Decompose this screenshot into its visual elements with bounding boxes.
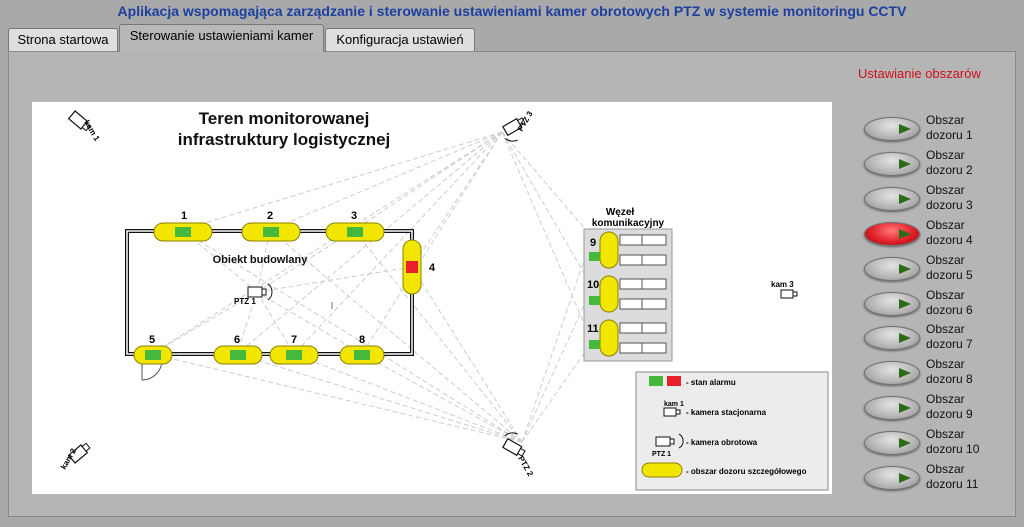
zone-led-icon	[899, 229, 911, 239]
zone-9[interactable]: 9	[589, 231, 667, 269]
zone-9-button[interactable]	[864, 396, 920, 420]
map-title-line1: Teren monitorowanej	[199, 109, 370, 128]
zone-1-button[interactable]	[864, 117, 920, 141]
zone-4-button[interactable]	[864, 222, 920, 246]
zone-led-icon	[899, 264, 911, 274]
legend: - stan alarmu kam 1 - kamera stacjonarna…	[635, 371, 829, 491]
legend-static-camera-label: kam 1	[664, 401, 684, 408]
ptz-camera-icon[interactable]	[247, 283, 273, 301]
zone-led-icon	[899, 473, 911, 483]
zone-7-button[interactable]	[864, 326, 920, 350]
tab-configuration[interactable]: Konfiguracja ustawień	[325, 28, 475, 51]
zone-10-button[interactable]	[864, 431, 920, 455]
zone-6-button[interactable]	[864, 292, 920, 316]
zone-11[interactable]: 11	[587, 319, 667, 357]
sight-lines	[151, 131, 593, 443]
zone-4[interactable]: 4	[402, 239, 436, 295]
building-label: Obiekt budowlany	[213, 254, 309, 266]
zone-10[interactable]: 10	[587, 275, 667, 313]
zone-led-icon	[899, 159, 911, 169]
zone-number-2: 2	[267, 210, 273, 222]
zone-5[interactable]: 5	[133, 334, 173, 365]
zone-number-5: 5	[149, 334, 155, 346]
zone-6[interactable]: 6	[213, 334, 263, 365]
zone-led-icon	[899, 194, 911, 204]
zone-2-button[interactable]	[864, 152, 920, 176]
zone-led-icon	[899, 299, 911, 309]
node-label-line2: komunikacyjny	[592, 218, 665, 229]
zone-number-6: 6	[234, 334, 240, 346]
zone-led-icon	[899, 438, 911, 448]
zone-8[interactable]: 8	[339, 334, 385, 365]
legend-alarm-state: - stan alarmu	[686, 378, 736, 387]
map-title-line2: infrastruktury logistycznej	[178, 130, 391, 149]
tab-start-page[interactable]: Strona startowa	[8, 28, 118, 51]
camera-kam3-label: kam 3	[771, 280, 794, 289]
zone-number-9: 9	[590, 237, 596, 249]
communication-node	[583, 228, 673, 362]
static-camera-icon[interactable]	[67, 110, 92, 132]
zone-number-4: 4	[429, 262, 436, 274]
zone-number-3: 3	[351, 210, 357, 222]
zone-2[interactable]: 2	[241, 210, 301, 242]
zone-led-icon	[899, 333, 911, 343]
zone-number-8: 8	[359, 334, 365, 346]
legend-ptz-camera-label: PTZ 1	[652, 451, 671, 458]
camera-kam1-label: kam 1	[82, 119, 101, 144]
ptz-camera-icon[interactable]	[499, 429, 530, 458]
zone-5-button[interactable]	[864, 257, 920, 281]
zone-11-button[interactable]	[864, 466, 920, 490]
static-camera-icon[interactable]	[67, 442, 92, 464]
zone-led-icon	[899, 368, 911, 378]
monitoring-map: Teren monitorowanej infrastruktury logis…	[32, 102, 832, 494]
zone-3-button[interactable]	[864, 187, 920, 211]
ptz-camera-icon[interactable]	[499, 116, 530, 145]
static-camera-icon[interactable]	[780, 289, 798, 299]
zone-number-7: 7	[291, 334, 297, 346]
zone-1[interactable]: 1	[153, 210, 213, 242]
zone-number-10: 10	[587, 279, 599, 291]
node-label-line1: Węzeł	[606, 207, 635, 218]
section-title: Ustawianie obszarów	[858, 66, 981, 81]
zone-7[interactable]: 7	[269, 334, 319, 365]
legend-ptz-camera: - kamera obrotowa	[686, 438, 758, 447]
zone-led-icon	[899, 403, 911, 413]
zone-number-11: 11	[587, 323, 599, 335]
camera-ptz1-label: PTZ 1	[234, 297, 256, 306]
zone-3[interactable]: 3	[325, 210, 385, 242]
app-title: Aplikacja wspomagająca zarządzanie i ste…	[117, 3, 907, 19]
building-outline	[125, 229, 414, 356]
legend-detail-zone: - obszar dozoru szczegółowego	[686, 467, 807, 476]
zone-8-button[interactable]	[864, 361, 920, 385]
legend-static-camera: - kamera stacjonarna	[686, 408, 767, 417]
zone-number-1: 1	[181, 210, 187, 222]
camera-ptz2-label: PTZ 2	[516, 455, 535, 479]
tab-camera-control[interactable]: Sterowanie ustawieniami kamer	[119, 24, 324, 52]
zone-led-icon	[899, 124, 911, 134]
